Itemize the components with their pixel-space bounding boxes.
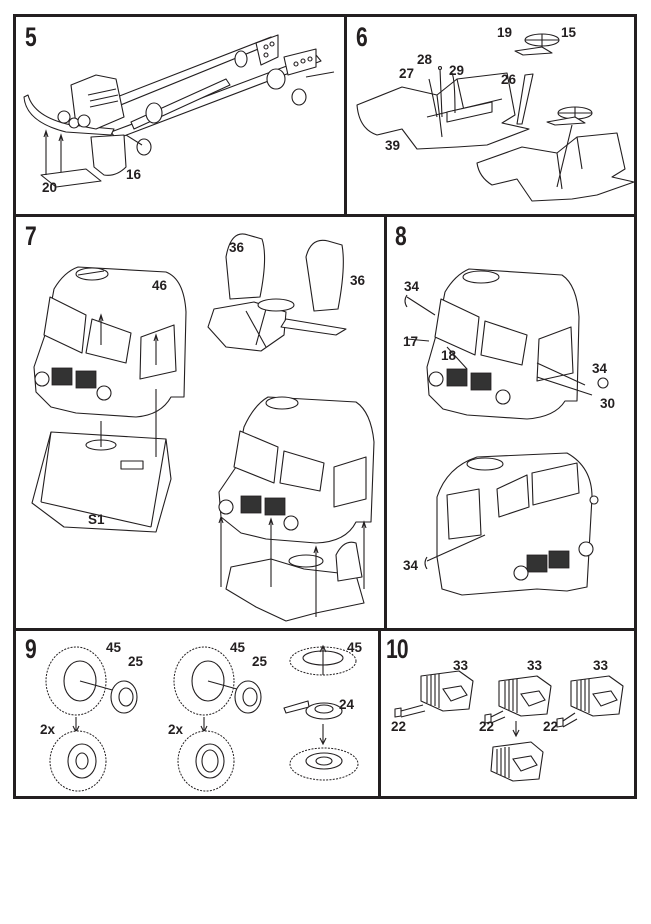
wheels-illustration [45,644,359,792]
step-7-panel: 7 [16,217,384,628]
part-label-36-left: 36 [229,240,245,255]
part-label-15: 15 [561,25,577,40]
part-label-46: 46 [152,278,168,293]
cab-floor-illustration [356,33,635,202]
part-label-28: 28 [417,52,433,67]
cab-details-illustration [404,268,609,596]
part-label-45-c: 45 [347,640,363,655]
chassis-illustration [23,34,335,188]
divider-row2-row3 [13,628,637,631]
part-label-22-c: 22 [543,719,559,734]
part-label-26: 26 [501,72,517,87]
cab-assembly-illustration [31,233,375,622]
spring-set-c [556,675,624,728]
step-8-panel: 8 34 17 [387,217,634,628]
part-label-29: 29 [449,63,465,78]
step-number: 9 [25,634,37,664]
cab-assembled [218,396,375,622]
spring-set-b [484,675,552,782]
part-label-S1: S1 [88,512,105,527]
seats-and-floor [207,233,347,352]
spring-set-a [394,670,474,718]
cab-rear-view [424,452,599,596]
part-label-22-b: 22 [479,719,495,734]
step-number: 7 [25,221,37,251]
leaf-springs-illustration [394,670,624,782]
step-number: 6 [356,22,368,52]
cab-body-46 [33,266,187,418]
part-label-16: 16 [126,167,142,182]
quantity-label-2x-a: 2x [40,722,56,737]
part-label-22-a: 22 [391,719,407,734]
divider-step5-step6 [344,14,347,217]
part-label-33-b: 33 [527,658,543,673]
part-label-34-bottom: 34 [403,558,419,573]
cab-front-view [404,268,609,420]
divider-step9-step10 [378,628,381,799]
part-label-34-top: 34 [404,279,420,294]
part-label-45-a: 45 [106,640,122,655]
part-label-17: 17 [403,334,419,349]
part-label-27: 27 [399,66,415,81]
instruction-sheet-frame [13,14,637,799]
part-label-45-b: 45 [230,640,246,655]
step-6-panel: 6 19 15 28 27 29 26 39 [347,17,635,214]
step-number: 8 [395,221,407,251]
step-5-panel: 5 20 16 [16,17,344,214]
step-number: 10 [386,634,409,664]
part-label-36-right: 36 [350,273,366,288]
part-label-20: 20 [42,180,58,195]
part-label-25-b: 25 [252,654,268,669]
part-label-19: 19 [497,25,513,40]
part-label-34-right: 34 [592,361,608,376]
part-label-39: 39 [385,138,401,153]
divider-step7-step8 [384,214,387,630]
quantity-label-2x-b: 2x [168,722,184,737]
part-label-18: 18 [441,348,457,363]
step-10-panel: 10 33 22 33 22 33 2 [381,631,634,796]
part-label-30: 30 [600,396,616,411]
part-label-33-a: 33 [453,658,469,673]
step-9-panel: 9 45 25 2x 45 25 2x 45 [16,631,378,796]
part-label-25-a: 25 [128,654,144,669]
divider-row1-row2 [13,214,637,217]
part-label-24: 24 [339,697,355,712]
part-label-33-c: 33 [593,658,609,673]
step-number: 5 [25,22,37,52]
stand-S1 [31,389,172,533]
